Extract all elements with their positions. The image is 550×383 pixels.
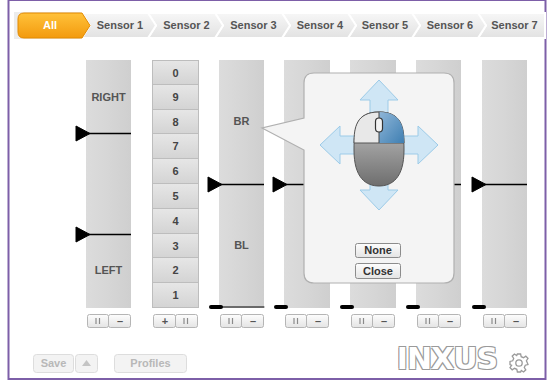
popup-button: Close xyxy=(355,263,401,279)
remove-button-sign: – xyxy=(109,314,131,328)
number-column: 0987654321 xyxy=(152,60,199,308)
remove-button-sign: – xyxy=(505,314,527,328)
button-label: Sensor 3 xyxy=(221,13,286,38)
button-label: All xyxy=(18,13,82,38)
slider-column: RIGHT LEFT xyxy=(86,60,131,308)
sensor-tab: Sensor 2 xyxy=(154,13,219,38)
button-label: Profiles xyxy=(114,354,187,373)
save-button: Save xyxy=(33,354,74,373)
button-label: Sensor 2 xyxy=(154,13,219,38)
sensor-tab: Sensor 7 xyxy=(484,13,545,38)
position-label: RIGHT xyxy=(86,90,131,104)
active-tab: All xyxy=(18,13,82,38)
slider-column: BR BL xyxy=(219,60,264,308)
sensor-tab: Sensor 1 xyxy=(88,13,152,38)
popup-button: None xyxy=(355,243,401,258)
number-cell: 5 xyxy=(152,184,199,209)
number-cell: 7 xyxy=(152,134,199,159)
sensor-tab: Sensor 3 xyxy=(221,13,286,38)
number-cell: 2 xyxy=(152,258,199,283)
button-label: Sensor 4 xyxy=(288,13,352,38)
button-label: Sensor 1 xyxy=(88,13,152,38)
number-cell: 3 xyxy=(152,234,199,259)
button-label: Close xyxy=(355,263,401,279)
button-label: Sensor 5 xyxy=(354,13,416,38)
number-cell: 0 xyxy=(152,60,199,85)
sensor-tab: Sensor 6 xyxy=(418,13,482,38)
position-label: BR xyxy=(219,114,264,128)
sensor-tab: Sensor 4 xyxy=(288,13,352,38)
brand-logo: INXUS xyxy=(392,342,502,376)
position-label: BL xyxy=(219,238,264,252)
remove-button-sign: – xyxy=(307,314,329,328)
number-cell: 8 xyxy=(152,110,199,135)
number-cell: 1 xyxy=(152,283,199,308)
button-label: None xyxy=(355,243,401,258)
button-label: Sensor 6 xyxy=(418,13,482,38)
profiles-button: Profiles xyxy=(114,354,187,373)
add-button-sign: + xyxy=(154,314,176,328)
number-cell: 9 xyxy=(152,85,199,110)
button-label: Sensor 7 xyxy=(484,13,545,38)
position-label: LEFT xyxy=(86,263,131,277)
remove-button-sign: – xyxy=(242,314,264,328)
number-cell: 4 xyxy=(152,209,199,234)
sensor-tab: Sensor 5 xyxy=(354,13,416,38)
remove-button-sign: – xyxy=(439,314,461,328)
number-cell: 6 xyxy=(152,159,199,184)
button-label: Save xyxy=(33,354,74,373)
remove-button-sign: – xyxy=(373,314,395,328)
